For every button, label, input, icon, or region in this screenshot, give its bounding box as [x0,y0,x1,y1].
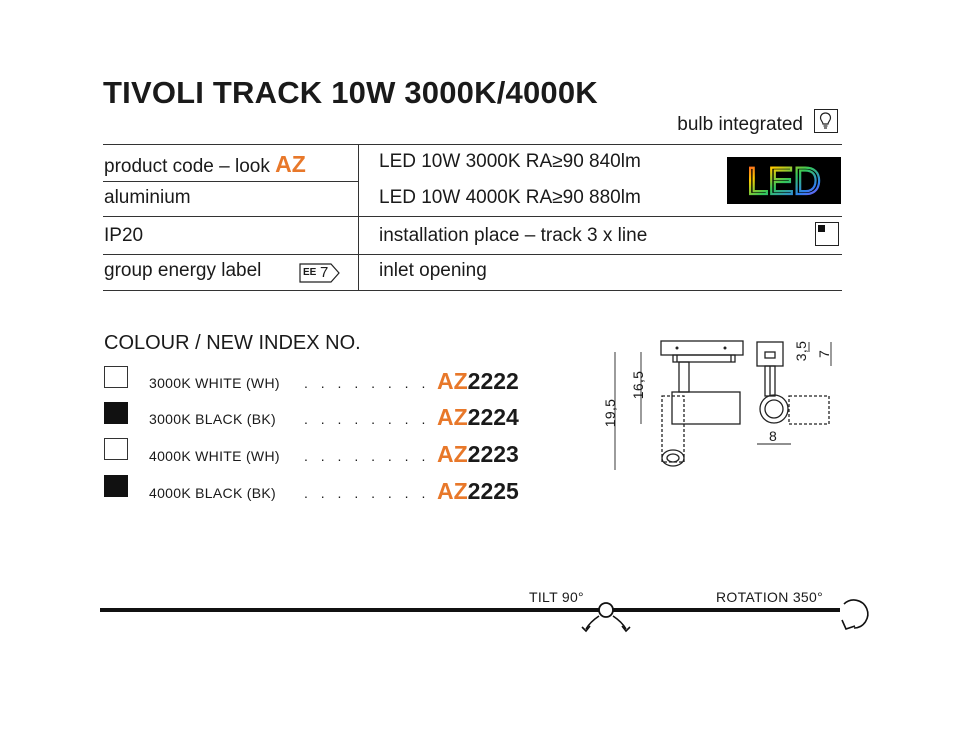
tilt-label: TILT 90° [529,589,584,605]
dim-adapter-total: 7 [816,349,833,359]
adapter-base [672,354,736,363]
arm [678,361,690,393]
colour-heading: COLOUR / NEW INDEX NO. [104,332,361,354]
rotation-label: ROTATION 350° [716,589,823,605]
variant-label: 4000K BLACK (BK) [149,485,276,501]
variant-code-prefix: AZ [437,368,468,394]
table-column-divider [358,144,359,290]
variant-label: 3000K WHITE (WH) [149,375,280,391]
table-row-rule [103,254,842,255]
material-cell: aluminium [104,187,191,208]
variant-dots: . . . . . . . . . . [304,411,464,427]
variant-code-number: 2223 [467,441,519,467]
bottom-rail-diagram [100,599,869,633]
table-row-rule [103,181,358,182]
tilt-arrows-icon [581,615,631,633]
variant-code-number: 2224 [467,404,519,430]
inlet-cell: inlet opening [379,260,487,281]
led-badge-text: LED [747,161,821,203]
variant-dots: . . . . . . . . . . [304,375,464,391]
variant-code-number: 2222 [467,368,519,394]
front-lens [759,394,789,424]
variant-code-prefix: AZ [437,441,468,467]
variant-code: AZ2223 [437,441,519,468]
swatch-black [104,475,128,497]
dim-adapter-height: 3,5 [793,340,810,362]
variant-code-number: 2225 [467,478,519,504]
variant-code-prefix: AZ [437,404,468,430]
front-adapter [756,341,784,367]
variant-code-prefix: AZ [437,478,468,504]
tilt-pivot-icon [598,602,614,618]
lens-ellipse [661,449,685,467]
track-installation-mark [818,225,825,232]
ip-rating-cell: IP20 [104,225,144,246]
energy-class-prefix: EE [303,267,317,278]
variant-dots: . . . . . . . . . . [304,485,464,501]
energy-class-icon: EE 7 [299,263,341,288]
led-spec-4000k: LED 10W 4000K RA≥90 880lm [379,187,641,208]
dim-diameter: 8 [769,428,778,444]
product-code-cell: product code – look AZ [104,151,306,178]
variant-label: 3000K BLACK (BK) [149,411,276,427]
dim-height-total: 19,5 [602,398,619,428]
table-top-rule [103,144,842,145]
variant-dots: . . . . . . . . . . [304,448,464,464]
lamp-cylinder [671,391,741,425]
swatch-white [104,438,128,460]
variant-code: AZ2225 [437,478,519,505]
product-code-label: product code – look [104,156,270,177]
variant-code: AZ2224 [437,404,519,431]
led-badge-icon: LED [727,157,841,204]
swatch-black [104,402,128,424]
led-spec-3000k: LED 10W 3000K RA≥90 840lm [379,151,641,172]
table-bottom-rule [103,290,842,291]
track-installation-icon [815,222,839,246]
installation-cell: installation place – track 3 x line [379,225,648,246]
tilted-cylinder [661,395,685,463]
adapter-body [660,340,744,356]
swatch-white [104,366,128,388]
rotation-arrow-icon [841,599,869,630]
energy-class-value: 7 [320,264,329,281]
dim-height-arm: 16,5 [630,370,647,400]
bulb-icon [814,109,838,133]
energy-label-cell: group energy label [104,260,262,281]
variant-label: 4000K WHITE (WH) [149,448,280,464]
page-title: TIVOLI TRACK 10W 3000K/4000K [103,75,598,110]
variant-code: AZ2222 [437,368,519,395]
table-row-rule [103,216,842,217]
bulb-integrated-text: bulb integrated [677,114,803,135]
product-code-prefix: AZ [275,151,306,177]
technical-drawing [614,340,832,470]
